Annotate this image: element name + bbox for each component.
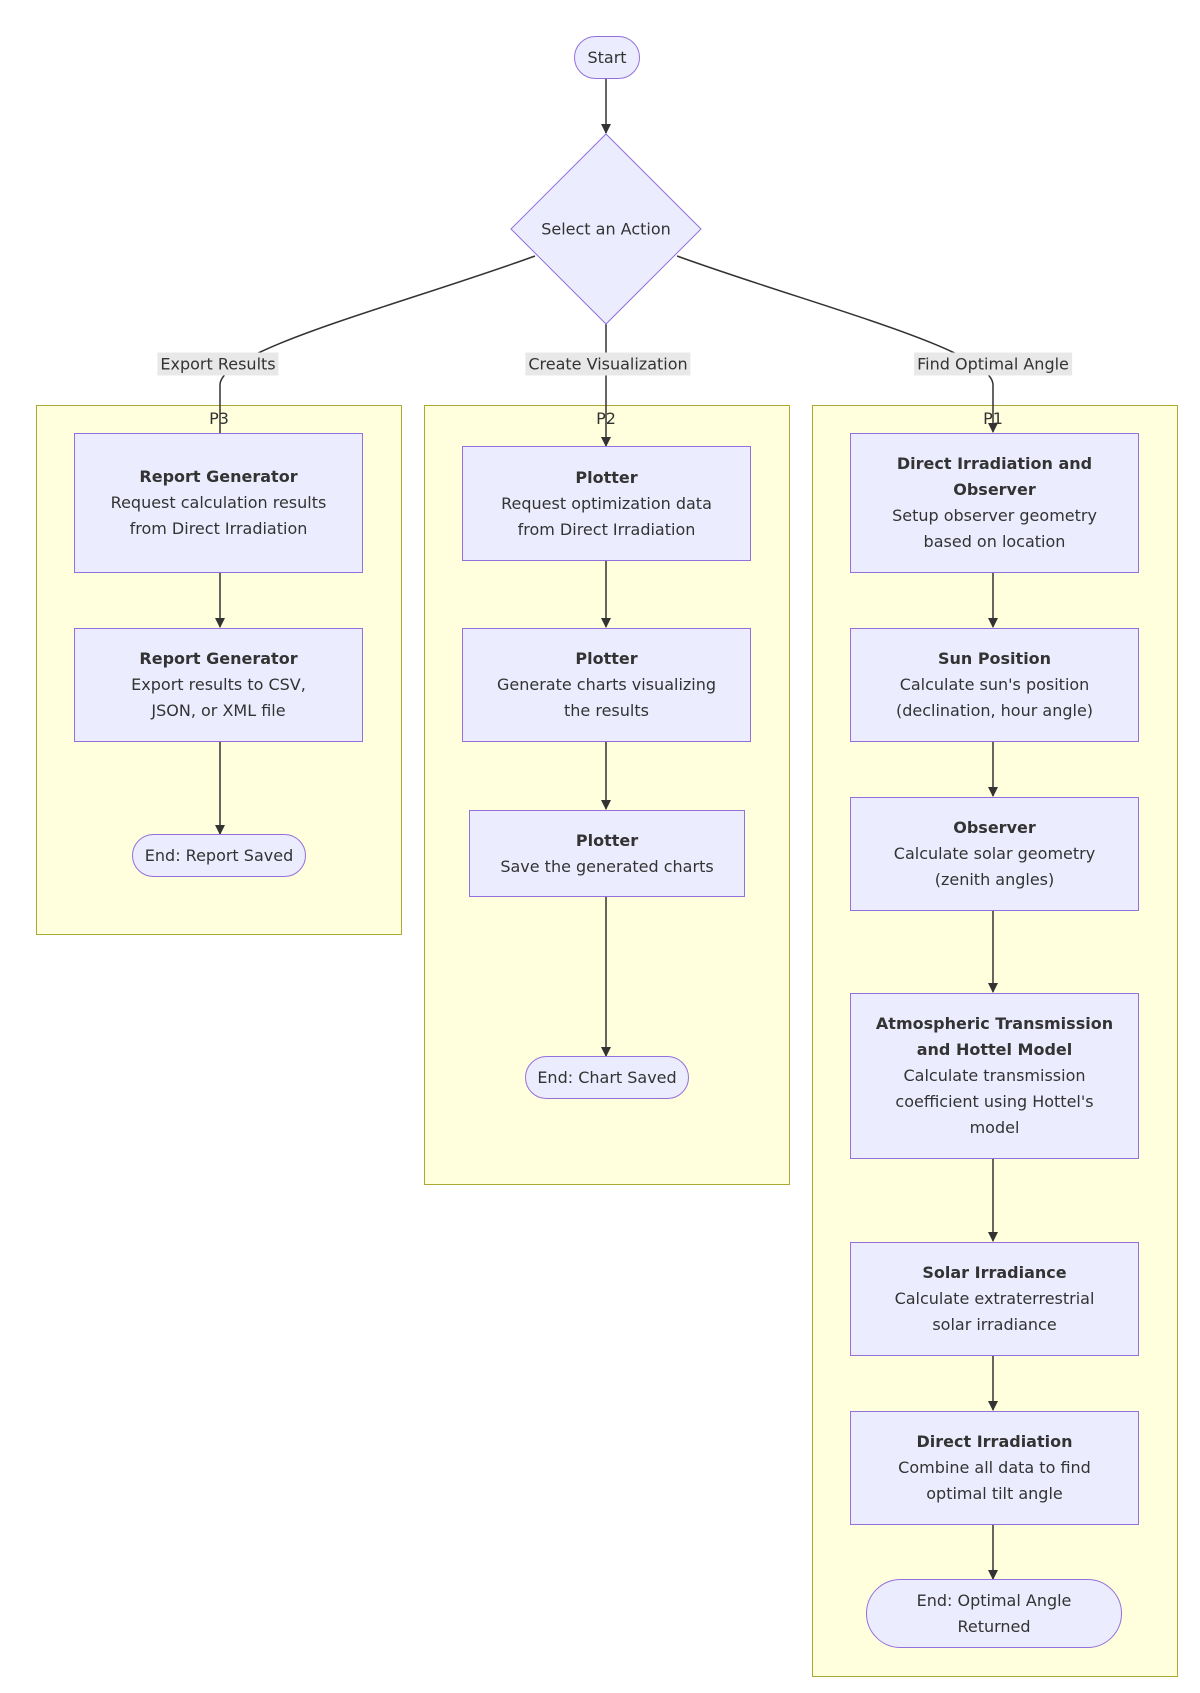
p2-save-charts-node: Plotter Save the generated charts [469,810,745,897]
p3-export-results-node: Report Generator Export results to CSV, … [74,628,363,742]
node-description: Save the generated charts [500,856,714,876]
edge-label-export: Export Results [157,352,279,376]
p1-observer-geometry-node: Observer Calculate solar geometry (zenit… [850,797,1139,911]
node-title: Report Generator [139,649,298,668]
p2-request-data-node: Plotter Request optimization data from D… [462,446,751,561]
p1-solar-irradiance-node: Solar Irradiance Calculate extraterrestr… [850,1242,1139,1356]
node-description: Calculate sun's position (declination, h… [895,675,1094,720]
edge-label-optimal: Find Optimal Angle [914,352,1072,376]
p1-end-node: End: Optimal Angle Returned [866,1579,1122,1648]
node-title: Atmospheric Transmission and Hottel Mode… [875,1014,1114,1059]
node-title: Direct Irradiation [916,1432,1073,1451]
decision-diamond [510,133,702,325]
node-title: Plotter [575,467,638,487]
p1-direct-irradiation-node: Direct Irradiation Combine all data to f… [850,1411,1139,1525]
node-title: Observer [953,818,1036,837]
node-description: Request calculation results from Direct … [110,493,327,538]
node-description: Calculate extraterrestrial solar irradia… [894,1289,1095,1334]
node-title: Plotter [575,830,639,850]
node-title: Sun Position [937,649,1052,668]
cluster-title-p3: P3 [209,409,229,428]
p3-request-results-node: Report Generator Request calculation res… [74,433,363,573]
start-node: Start [574,36,640,79]
p1-atmospheric-transmission-node: Atmospheric Transmission and Hottel Mode… [850,993,1139,1159]
node-title: Report Generator [139,467,298,486]
node-title: Solar Irradiance [922,1263,1067,1282]
p2-end-node: End: Chart Saved [525,1056,689,1099]
node-description: Combine all data to find optimal tilt an… [898,1458,1091,1503]
node-description: Generate charts visualizing the results [496,675,717,720]
cluster-title-p1: P1 [983,409,1003,428]
p3-end-node: End: Report Saved [132,834,306,877]
node-description: Setup observer geometry based on locatio… [892,506,1097,551]
cluster-title-p2: P2 [596,409,616,428]
p1-sun-position-node: Sun Position Calculate sun's position (d… [850,628,1139,742]
edge-decision-p3 [215,255,536,447]
edge-label-visualize: Create Visualization [525,352,691,376]
edge-decision-p1 [676,255,998,433]
node-title: Plotter [575,649,638,668]
p2-generate-charts-node: Plotter Generate charts visualizing the … [462,628,751,742]
node-description: Request optimization data from Direct Ir… [501,493,712,539]
node-description: Export results to CSV, JSON, or XML file [131,675,306,720]
node-description: Calculate transmission coefficient using… [895,1066,1094,1137]
node-title: Direct Irradiation and Observer [896,454,1093,499]
node-description: Calculate solar geometry (zenith angles) [893,844,1096,889]
decision-label: Select an Action [541,219,671,239]
p1-setup-observer-node: Direct Irradiation and Observer Setup ob… [850,433,1139,573]
